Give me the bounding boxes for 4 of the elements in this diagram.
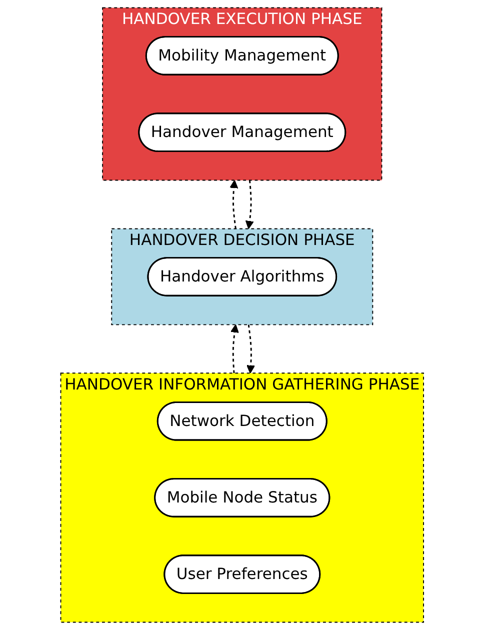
arrow (245, 180, 254, 230)
arrow (230, 324, 239, 374)
arrow (230, 180, 238, 229)
arrow (246, 324, 255, 374)
